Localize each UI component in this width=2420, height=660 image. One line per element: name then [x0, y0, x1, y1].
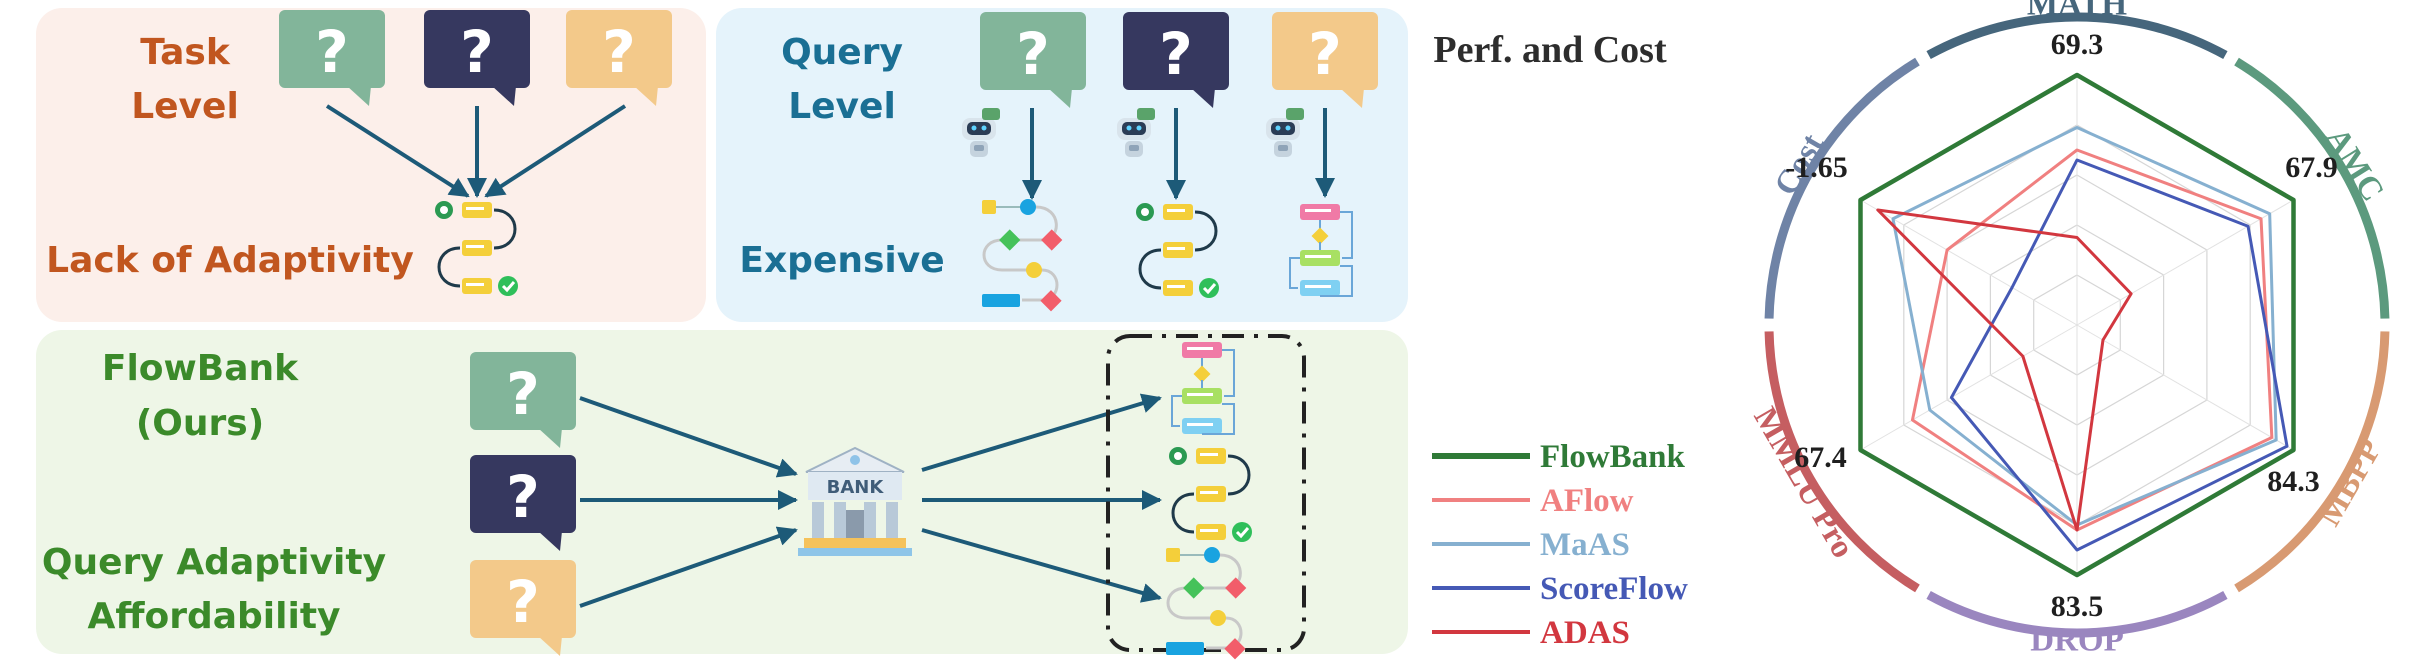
series-flowbank-polygon	[1858, 72, 2296, 578]
task-panel-background	[36, 8, 706, 322]
axis-ring-arc	[1764, 57, 1920, 319]
axis-label: DROP	[2030, 623, 2124, 659]
axis-value-label: 67.9	[2285, 151, 2338, 184]
flow-arrow	[484, 104, 627, 198]
flow-arrow	[921, 393, 1162, 472]
grid-spoke	[1860, 324, 2078, 451]
grid-spoke	[1860, 199, 2078, 326]
chart-title: Perf. and Cost	[1433, 29, 1667, 71]
legend-label: AFlow	[1540, 483, 1634, 519]
legend-label: MaAS	[1540, 527, 1630, 563]
radar-series-group	[1858, 72, 2296, 578]
task-title-line1: Task	[140, 32, 231, 73]
flow-bank-container	[1106, 334, 1306, 652]
axis-value-label: 67.4	[1794, 441, 1847, 474]
axis-ring-arc	[2234, 57, 2390, 319]
radar-value-labels: 69.3 67.9 84.3 83.5 67.4 -1.65	[1785, 28, 2338, 623]
flow-arrow	[325, 104, 470, 198]
axis-label: MBPP	[2311, 433, 2389, 532]
query-title-line2: Level	[788, 86, 896, 127]
axis-value-label: 69.3	[2051, 28, 2104, 61]
query-title-line1: Query	[781, 32, 903, 73]
flow-arrow	[579, 396, 798, 478]
axis-ring-arc	[1926, 12, 2228, 60]
query-panel-background	[716, 8, 1408, 322]
grid-spoke	[2076, 199, 2294, 326]
task-title-line2: Level	[131, 86, 239, 127]
axis-value-label: 84.3	[2267, 465, 2320, 498]
grid-spoke	[2076, 324, 2294, 451]
flowbank-panel: FlowBank (Ours) Query Adaptivity Afforda…	[36, 330, 1408, 660]
axis-ring-arc	[1926, 590, 2228, 638]
axis-ring-arc	[2234, 331, 2390, 593]
axis-value-label: 83.5	[2051, 590, 2104, 623]
flowbank-caption-line1: Query Adaptivity	[42, 542, 386, 583]
legend-label: ScoreFlow	[1540, 571, 1688, 607]
axis-value-label: -1.65	[1785, 151, 1848, 184]
flowbank-panel-background	[36, 330, 1408, 654]
legend-label: FlowBank	[1540, 439, 1686, 475]
series-adas-polygon	[1876, 208, 2133, 532]
task-level-panel: Task Level Lack of Adaptivity	[36, 8, 706, 322]
axis-ring-arc	[1764, 331, 1920, 593]
query-caption: Expensive	[739, 240, 944, 281]
flowbank-caption-line2: Affordability	[87, 596, 340, 637]
flow-arrow	[579, 526, 798, 608]
axis-label: MMLU Pro	[1746, 401, 1861, 564]
flow-arrow	[921, 528, 1162, 603]
radar-axis-ring	[1764, 12, 2390, 638]
flowbank-title-line2: (Ours)	[136, 403, 264, 444]
bank-label: BANK	[827, 477, 885, 498]
flowbank-title-line1: FlowBank	[102, 348, 299, 389]
query-level-panel: Query Level Expensive	[716, 8, 1408, 322]
axis-label: MATH	[2027, 0, 2128, 23]
series-scoreflow-polygon	[1949, 158, 2289, 552]
legend-label: ADAS	[1540, 615, 1630, 651]
task-caption: Lack of Adaptivity	[46, 240, 414, 281]
bank-icon: BANK	[798, 446, 912, 556]
